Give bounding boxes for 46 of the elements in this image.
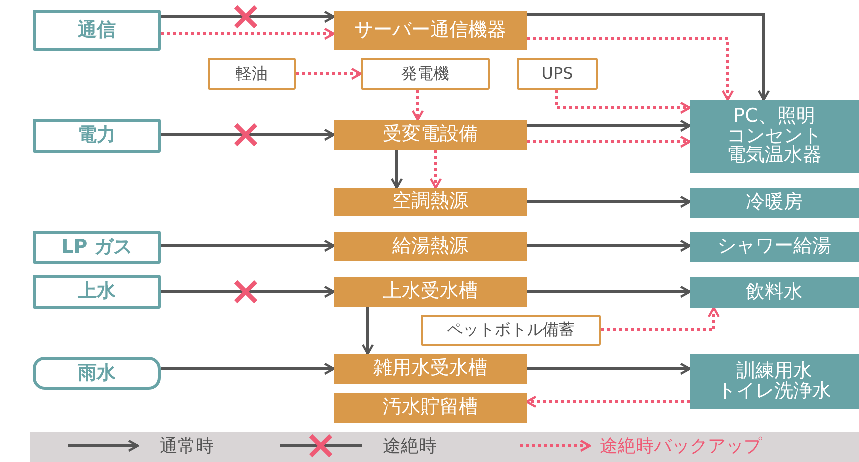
use-box: PC、照明コンセント電気温水器 — [690, 100, 859, 173]
arrow — [390, 150, 404, 190]
arrow — [527, 362, 692, 376]
dotted-arrow — [601, 306, 720, 332]
use-box: 冷暖房 — [690, 188, 859, 218]
arrow — [161, 10, 336, 24]
use-box: シャワー給湯 — [690, 232, 859, 262]
arrow — [161, 362, 336, 376]
dotted-arrow — [556, 90, 692, 114]
dotted-arrow — [526, 396, 690, 408]
arrow — [527, 196, 692, 208]
backup-box: ペットボトル備蓄 — [421, 315, 601, 346]
arrow — [161, 240, 336, 252]
source-box: 電力 — [33, 119, 161, 153]
dotted-arrow — [412, 90, 424, 122]
dotted-arrow — [527, 136, 692, 148]
equipment-box: 汚水貯留槽 — [334, 393, 527, 423]
legend-label: 途絶時バックアップ — [600, 435, 762, 459]
equipment-box: サーバー通信機器 — [334, 11, 527, 50]
equipment-box: 上水受水槽 — [334, 277, 527, 307]
dotted-arrow — [430, 150, 442, 190]
backup-box: UPS — [517, 58, 598, 90]
equipment-box: 空調熱源 — [334, 188, 527, 216]
equipment-box: 給湯熱源 — [334, 232, 527, 261]
use-box: 訓練用水トイレ洗浄水 — [690, 354, 859, 409]
arrow — [362, 307, 374, 356]
dotted-arrow — [161, 28, 336, 40]
backup-box: 発電機 — [361, 58, 490, 90]
arrow — [527, 240, 692, 252]
equipment-box: 雑用水受水槽 — [334, 354, 527, 384]
backup-box: 軽油 — [208, 58, 296, 90]
arrow — [161, 128, 336, 142]
source-box: 雨水 — [33, 357, 161, 390]
arrow — [527, 14, 770, 102]
source-box: LP ガス — [33, 231, 161, 264]
source-box: 通信 — [33, 10, 161, 51]
legend-label: 通常時 — [160, 435, 214, 459]
legend-label: 途絶時 — [383, 435, 437, 459]
arrow — [161, 286, 336, 298]
use-box: 飲料水 — [690, 277, 859, 308]
arrow — [527, 120, 692, 132]
source-box: 上水 — [33, 275, 161, 309]
equipment-box: 受変電設備 — [334, 120, 527, 150]
dotted-arrow — [296, 68, 362, 80]
arrow — [527, 286, 692, 298]
dotted-arrow — [527, 38, 734, 102]
